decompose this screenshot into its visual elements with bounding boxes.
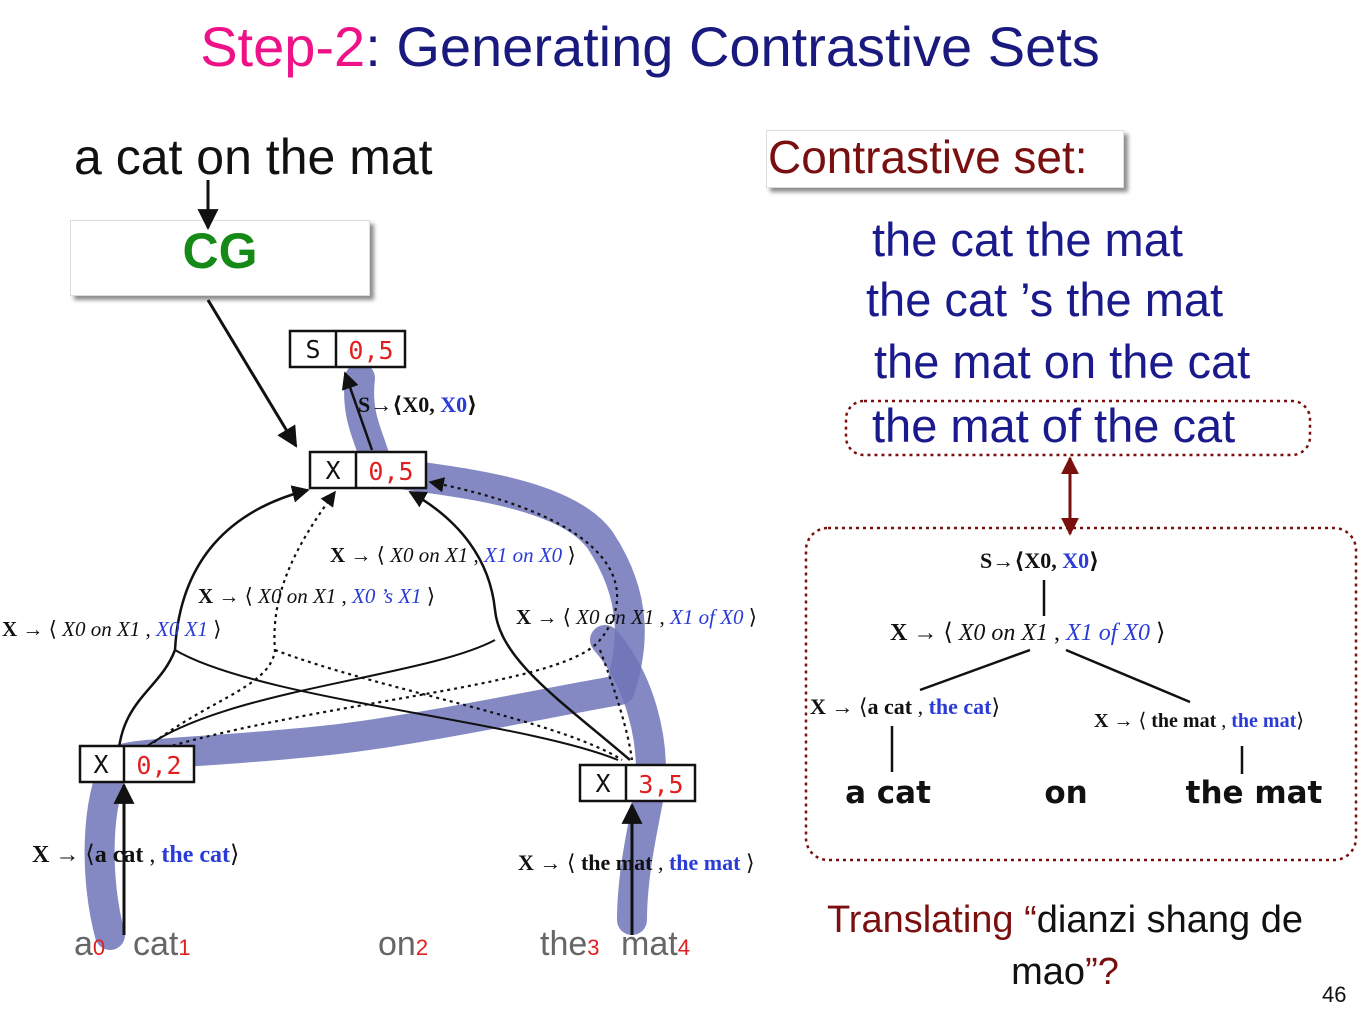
word-mat: mat4 (621, 925, 690, 963)
forest-leaf-rule-left: X → ⟨a cat , the cat⟩ (32, 842, 239, 868)
cg-label: CG (182, 223, 258, 279)
forest-rule-4: X → ⟨ X0 on X1 , X1 of X0 ⟩ (516, 605, 757, 629)
svg-text:X: X (325, 456, 340, 485)
contrastive-set-label: Contrastive set: (768, 131, 1088, 183)
contrastive-item-1: the cat the mat (872, 213, 1183, 266)
tree-left-rule: X → ⟨a cat , the cat⟩ (810, 694, 1000, 719)
word-cat: cat1 (133, 925, 191, 963)
title-step: Step-2 (200, 15, 366, 78)
title-rest: : Generating Contrastive Sets (365, 15, 1100, 78)
contrastive-item-4: the mat of the cat (872, 399, 1236, 452)
svg-text:0,5: 0,5 (368, 457, 413, 486)
contrastive-item-3: the mat on the cat (874, 335, 1251, 388)
tree-box (804, 526, 1358, 862)
svg-text:0,2: 0,2 (136, 751, 181, 780)
hyperedge-solid-right (408, 490, 631, 761)
svg-text:3,5: 3,5 (638, 770, 683, 799)
word-a: a0 (74, 925, 105, 963)
cg-box (70, 220, 370, 296)
forest-leaf-rule-right: X → ⟨ the mat , the mat ⟩ (518, 850, 755, 875)
source-sentence: a cat on the mat (74, 129, 433, 185)
cg-to-forest-arrow (206, 299, 298, 448)
hyperedge-dotted-2 (125, 477, 619, 762)
forest-node-s-0-5: S 0,5 (288, 329, 407, 369)
contrastive-set-box (766, 130, 1124, 188)
tree-main-rule: X → ⟨ X0 on X1 , X1 of X0 ⟩ (890, 620, 1165, 646)
forest-node-x-3-5: X 3,5 (578, 763, 697, 803)
hyperedge-dotted-1-branch (274, 648, 623, 761)
root-rule-arrow (341, 371, 374, 451)
slide-title: Step-2: Generating Contrastive Sets (0, 14, 1300, 80)
svg-text:X: X (595, 769, 610, 798)
forest-rule-2: X → ⟨ X0 on X1 , X0 ’s X1 ⟩ (198, 584, 435, 608)
forest-rule-1: X → ⟨ X0 on X1 , X1 on X0 ⟩ (330, 543, 576, 567)
svg-text:0,5: 0,5 (348, 336, 393, 365)
word-on: on2 (378, 925, 428, 963)
word-the: the3 (540, 925, 600, 963)
hyperedge-solid-left (116, 485, 310, 761)
svg-text:S: S (305, 335, 320, 364)
forest-rule-3: X → ⟨ X0 on X1 , X0 X1 ⟩ (2, 617, 221, 641)
svg-text:X: X (93, 750, 108, 779)
highlight-oval (844, 399, 1312, 457)
forest-words: a0 cat1 on2 the3 mat4 (74, 925, 690, 963)
footer-question: Translating “dianzi shang de mao”? (827, 899, 1303, 993)
tree-word-a-cat: a cat (845, 775, 931, 811)
tree-root-rule: S→⟨X0, X0⟩ (980, 548, 1099, 573)
tree-right-rule: X → ⟨ the mat , the mat⟩ (1094, 710, 1304, 732)
forest-root-rule: S→⟨X0, X0⟩ (358, 392, 477, 417)
forest-node-x-0-2: X 0,2 (78, 744, 196, 784)
hyperedge-solid-left-branch (174, 649, 619, 761)
page-number: 46 (1322, 982, 1347, 1007)
contrastive-item-2: the cat ’s the mat (866, 273, 1224, 326)
tree-word-on: on (1044, 775, 1087, 811)
forest-node-x-0-5: X 0,5 (308, 450, 428, 490)
tree-word-the-mat: the mat (1186, 775, 1323, 811)
